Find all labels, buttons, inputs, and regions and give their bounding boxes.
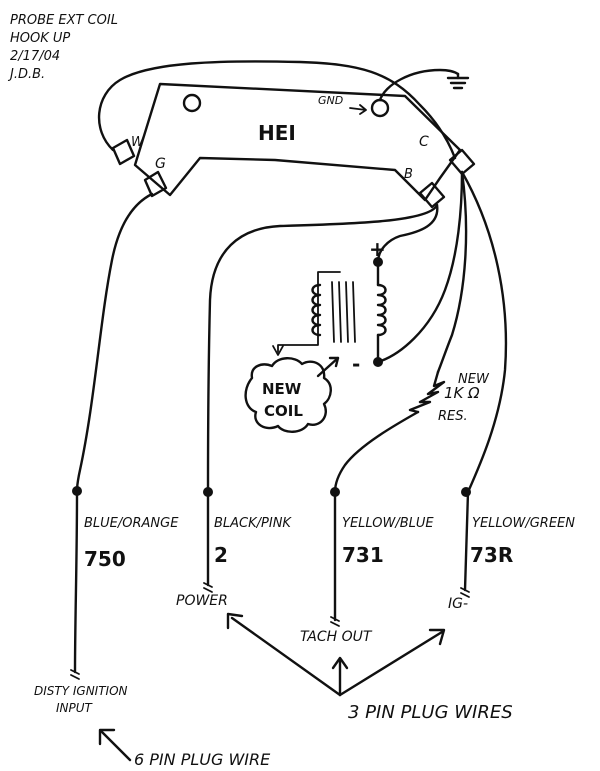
- wire-color-black-pink: BLACK/PINK: [214, 516, 292, 531]
- end-label-ig-minus: IG-: [448, 596, 468, 612]
- connector-c: [448, 148, 476, 176]
- six-pin-arrow: 6 PIN PLUG WIRE: [98, 728, 271, 769]
- three-pin-arrows: 3 PIN PLUG WIRES: [226, 612, 513, 723]
- coil-secondary-winding: [376, 283, 387, 337]
- wire-black-pink: [206, 203, 439, 587]
- gnd-arrow: [349, 104, 367, 115]
- arrow-to-disty: [100, 730, 132, 762]
- wire-color-yellow-green: YELLOW/GREEN: [472, 516, 575, 531]
- wire-number-731: 731: [342, 543, 384, 567]
- wire-black-pink-dot: [203, 487, 213, 497]
- note-hookup: HOOK UP: [10, 31, 70, 46]
- connector-g: [143, 170, 168, 198]
- note-date: 2/17/04: [10, 49, 60, 64]
- author-note: PROBE EXT COIL HOOK UP 2/17/04 J.D.B.: [7, 13, 118, 82]
- wire-color-blue-orange: BLUE/ORANGE: [84, 516, 179, 531]
- wire-yellow-green-dot: [461, 487, 471, 497]
- terminal-g-label: G: [155, 156, 166, 172]
- connector-b: [418, 181, 446, 209]
- arrow-to-power: [230, 616, 342, 697]
- coil-primary-lead: [277, 271, 341, 353]
- wire-b-to-coil-plus: [376, 203, 439, 264]
- wire-color-yellow-blue: YELLOW/BLUE: [342, 516, 434, 531]
- wire-coil-minus-to-c: [376, 170, 464, 364]
- new-coil-line2: COIL: [264, 402, 303, 420]
- end-label-disty-line1: DISTY IGNITION: [34, 684, 128, 698]
- gnd-label: GND: [318, 94, 343, 107]
- wire-c-to-resistor: [436, 170, 468, 374]
- terminal-c-label: C: [419, 134, 429, 150]
- wire-labels: BLUE/ORANGE 750 BLACK/PINK 2 YELLOW/BLUE…: [84, 516, 575, 571]
- resistor-label: NEW 1K Ω RES.: [438, 372, 490, 424]
- coil-primary-winding: [311, 283, 322, 337]
- wire-number-750: 750: [84, 547, 126, 571]
- six-pin-label: 6 PIN PLUG WIRE: [134, 750, 271, 769]
- wire-end-disty: [70, 669, 80, 680]
- coil-plus-label: +: [369, 237, 386, 261]
- wire-blue-orange-dot: [72, 486, 82, 496]
- gnd-mount-hole: [370, 98, 390, 118]
- three-pin-label: 3 PIN PLUG WIRES: [348, 702, 513, 723]
- loop-wire-w-to-c: [97, 60, 457, 160]
- new-coil-arrow: [316, 356, 340, 378]
- hei-module: HEI W G C B GND: [111, 82, 476, 209]
- wire-end-tach: [330, 616, 340, 627]
- hei-label: HEI: [258, 121, 296, 145]
- wire-number-73r: 73R: [470, 543, 513, 567]
- resistor-label-line2: 1K Ω: [444, 384, 480, 402]
- resistor-label-line1: NEW: [458, 372, 490, 387]
- end-label-disty-line2: INPUT: [56, 701, 94, 715]
- terminal-b-label: B: [404, 167, 413, 182]
- resistor-1k: [408, 370, 446, 414]
- ground-wire: [378, 68, 460, 102]
- wire-blue-orange: [73, 192, 154, 674]
- arrow-to-ig: [338, 630, 444, 697]
- new-coil-bubble: [244, 357, 332, 433]
- coil-minus-label: -: [352, 352, 360, 376]
- mount-hole-left: [182, 93, 202, 113]
- wire-number-2: 2: [214, 543, 228, 567]
- end-label-tach-out: TACH OUT: [300, 629, 373, 645]
- end-label-power: POWER: [176, 593, 228, 609]
- resistor-label-line3: RES.: [438, 409, 468, 424]
- wire-yellow-green: [460, 170, 508, 592]
- coil-core-1: [331, 281, 335, 343]
- terminal-w-label: W: [131, 135, 145, 150]
- ground: [378, 68, 470, 102]
- new-coil-line1: NEW: [262, 380, 302, 398]
- wire-end-power: [203, 582, 213, 593]
- note-initials: J.D.B.: [7, 67, 45, 82]
- wire-end-ig: [460, 587, 470, 598]
- ignition-coil: + -: [272, 237, 387, 376]
- new-coil-callout: NEW COIL: [244, 356, 340, 433]
- note-title: PROBE EXT COIL: [10, 13, 118, 28]
- wire-yellow-blue-dot: [330, 487, 340, 497]
- connector-w: [111, 138, 136, 166]
